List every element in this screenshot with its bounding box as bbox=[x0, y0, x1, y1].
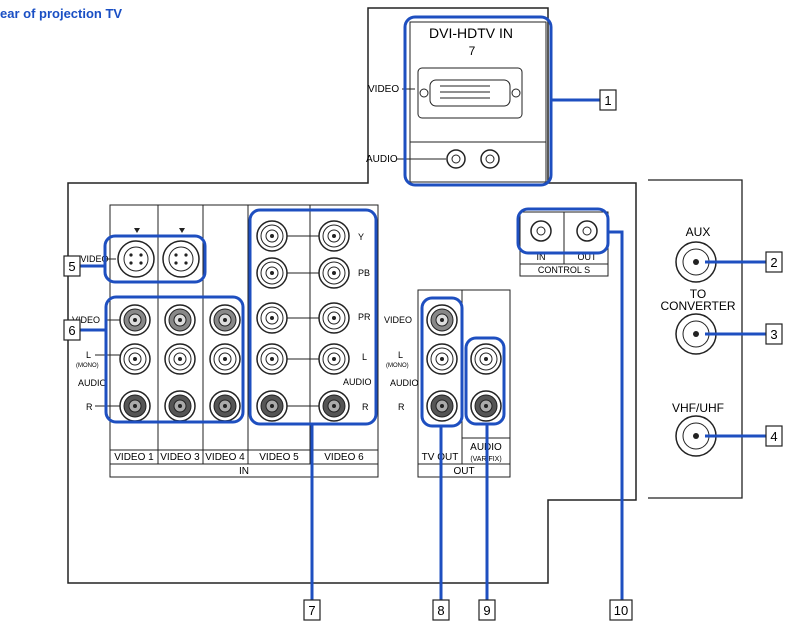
svg-text:1: 1 bbox=[604, 93, 611, 108]
composite-r-label: R bbox=[86, 402, 93, 412]
component-jack-b bbox=[318, 220, 350, 252]
component-r-label: R bbox=[362, 402, 369, 412]
component-pb-label: PB bbox=[358, 268, 370, 278]
audio-out-r-jack bbox=[470, 390, 502, 422]
callout-6: 6 bbox=[63, 319, 81, 341]
tvout-audio-l-jack bbox=[426, 343, 458, 375]
svideo-label: S VIDEO bbox=[72, 254, 109, 264]
callout-2: 2 bbox=[765, 251, 783, 273]
component-jack-b bbox=[318, 390, 350, 422]
tvout-mono-label: (MONO) bbox=[386, 363, 409, 369]
svg-text:10: 10 bbox=[614, 603, 628, 618]
composite-audio-label: AUDIO bbox=[78, 378, 107, 388]
dvi-connector-icon bbox=[417, 67, 523, 119]
callout-5: 5 bbox=[63, 255, 81, 277]
highlight-9 bbox=[464, 336, 506, 426]
control-s-in-label: IN bbox=[537, 252, 546, 262]
component-audio-label: AUDIO bbox=[343, 377, 372, 387]
callout-3: 3 bbox=[765, 323, 783, 345]
component-jack-b bbox=[318, 257, 350, 289]
dvi-header: DVI-HDTV IN bbox=[429, 25, 513, 41]
component-pr-label: PR bbox=[358, 312, 371, 322]
composite-video-label: VIDEO bbox=[72, 315, 100, 325]
callout-1: 1 bbox=[599, 89, 617, 111]
out-label: OUT bbox=[453, 466, 474, 477]
svg-text:7: 7 bbox=[308, 603, 315, 618]
svg-text:2: 2 bbox=[770, 255, 777, 270]
component-jack-a bbox=[256, 302, 288, 334]
component-jack-a bbox=[256, 343, 288, 375]
composite-video-jack bbox=[164, 304, 196, 336]
audio-out-l-jack bbox=[470, 343, 502, 375]
composite-mono-label: (MONO) bbox=[76, 363, 99, 369]
component-jack-a bbox=[256, 390, 288, 422]
tvout-audio-label: AUDIO bbox=[390, 378, 419, 388]
composite-audio-r-jack bbox=[209, 390, 241, 422]
svg-text:3: 3 bbox=[770, 327, 777, 342]
input-label-video4: VIDEO 4 bbox=[205, 452, 245, 463]
composite-audio-r-jack bbox=[164, 390, 196, 422]
composite-video-jack bbox=[209, 304, 241, 336]
highlight-5 bbox=[103, 234, 207, 284]
tvout-video-jack bbox=[426, 304, 458, 336]
component-jack-a bbox=[256, 257, 288, 289]
dvi-number: 7 bbox=[469, 44, 476, 58]
converter-jack bbox=[675, 313, 717, 355]
dvi-audio-label: AUDIO bbox=[366, 154, 398, 165]
composite-audio-l-jack bbox=[209, 343, 241, 375]
composite-audio-l-jack bbox=[119, 343, 151, 375]
highlight-6 bbox=[104, 295, 245, 424]
vhf-uhf-jack bbox=[675, 415, 717, 457]
callout-9: 9 bbox=[478, 599, 496, 621]
composite-audio-l-jack bbox=[164, 343, 196, 375]
diagram-title: ear of projection TV bbox=[0, 6, 123, 21]
callout-4: 4 bbox=[765, 425, 783, 447]
composite-video-jack bbox=[119, 304, 151, 336]
svg-text:5: 5 bbox=[68, 259, 75, 274]
control-s-label: CONTROL S bbox=[538, 265, 590, 275]
component-jack-a bbox=[256, 220, 288, 252]
tvout-r-label: R bbox=[398, 402, 405, 412]
svideo-jack-1 bbox=[117, 240, 155, 278]
control-s-out-label: OUT bbox=[578, 252, 598, 262]
tvout-l-label: L bbox=[398, 350, 403, 360]
svg-text:8: 8 bbox=[437, 603, 444, 618]
svg-text:9: 9 bbox=[483, 603, 490, 618]
aux-jack bbox=[675, 241, 717, 283]
callout-8: 8 bbox=[432, 599, 450, 621]
svg-text:6: 6 bbox=[68, 323, 75, 338]
svideo-jack-2 bbox=[162, 240, 200, 278]
input-label-video1: VIDEO 1 bbox=[114, 452, 154, 463]
composite-audio-r-jack bbox=[119, 390, 151, 422]
dvi-video-label: VIDEO bbox=[368, 84, 399, 95]
vhf-uhf-label: VHF/UHF bbox=[672, 401, 724, 415]
converter-label: CONVERTER bbox=[660, 299, 735, 313]
tvout-video-label: VIDEO bbox=[384, 315, 412, 325]
input-label-video5: VIDEO 5 bbox=[259, 452, 299, 463]
component-y-label: Y bbox=[358, 232, 364, 242]
component-l-label: L bbox=[362, 352, 367, 362]
callout-7: 7 bbox=[303, 599, 321, 621]
callout-10: 10 bbox=[609, 599, 633, 621]
aux-label: AUX bbox=[686, 225, 711, 239]
svg-text:4: 4 bbox=[770, 429, 777, 444]
tvout-audio-r-jack bbox=[426, 390, 458, 422]
input-label-video3: VIDEO 3 bbox=[160, 452, 200, 463]
in-label: IN bbox=[239, 466, 249, 477]
component-jack-b bbox=[318, 343, 350, 375]
panel-outline bbox=[67, 7, 637, 584]
input-label-video6: VIDEO 6 bbox=[324, 452, 364, 463]
component-jack-b bbox=[318, 302, 350, 334]
to-label: TO bbox=[690, 287, 706, 301]
composite-l-label: L bbox=[86, 350, 91, 360]
